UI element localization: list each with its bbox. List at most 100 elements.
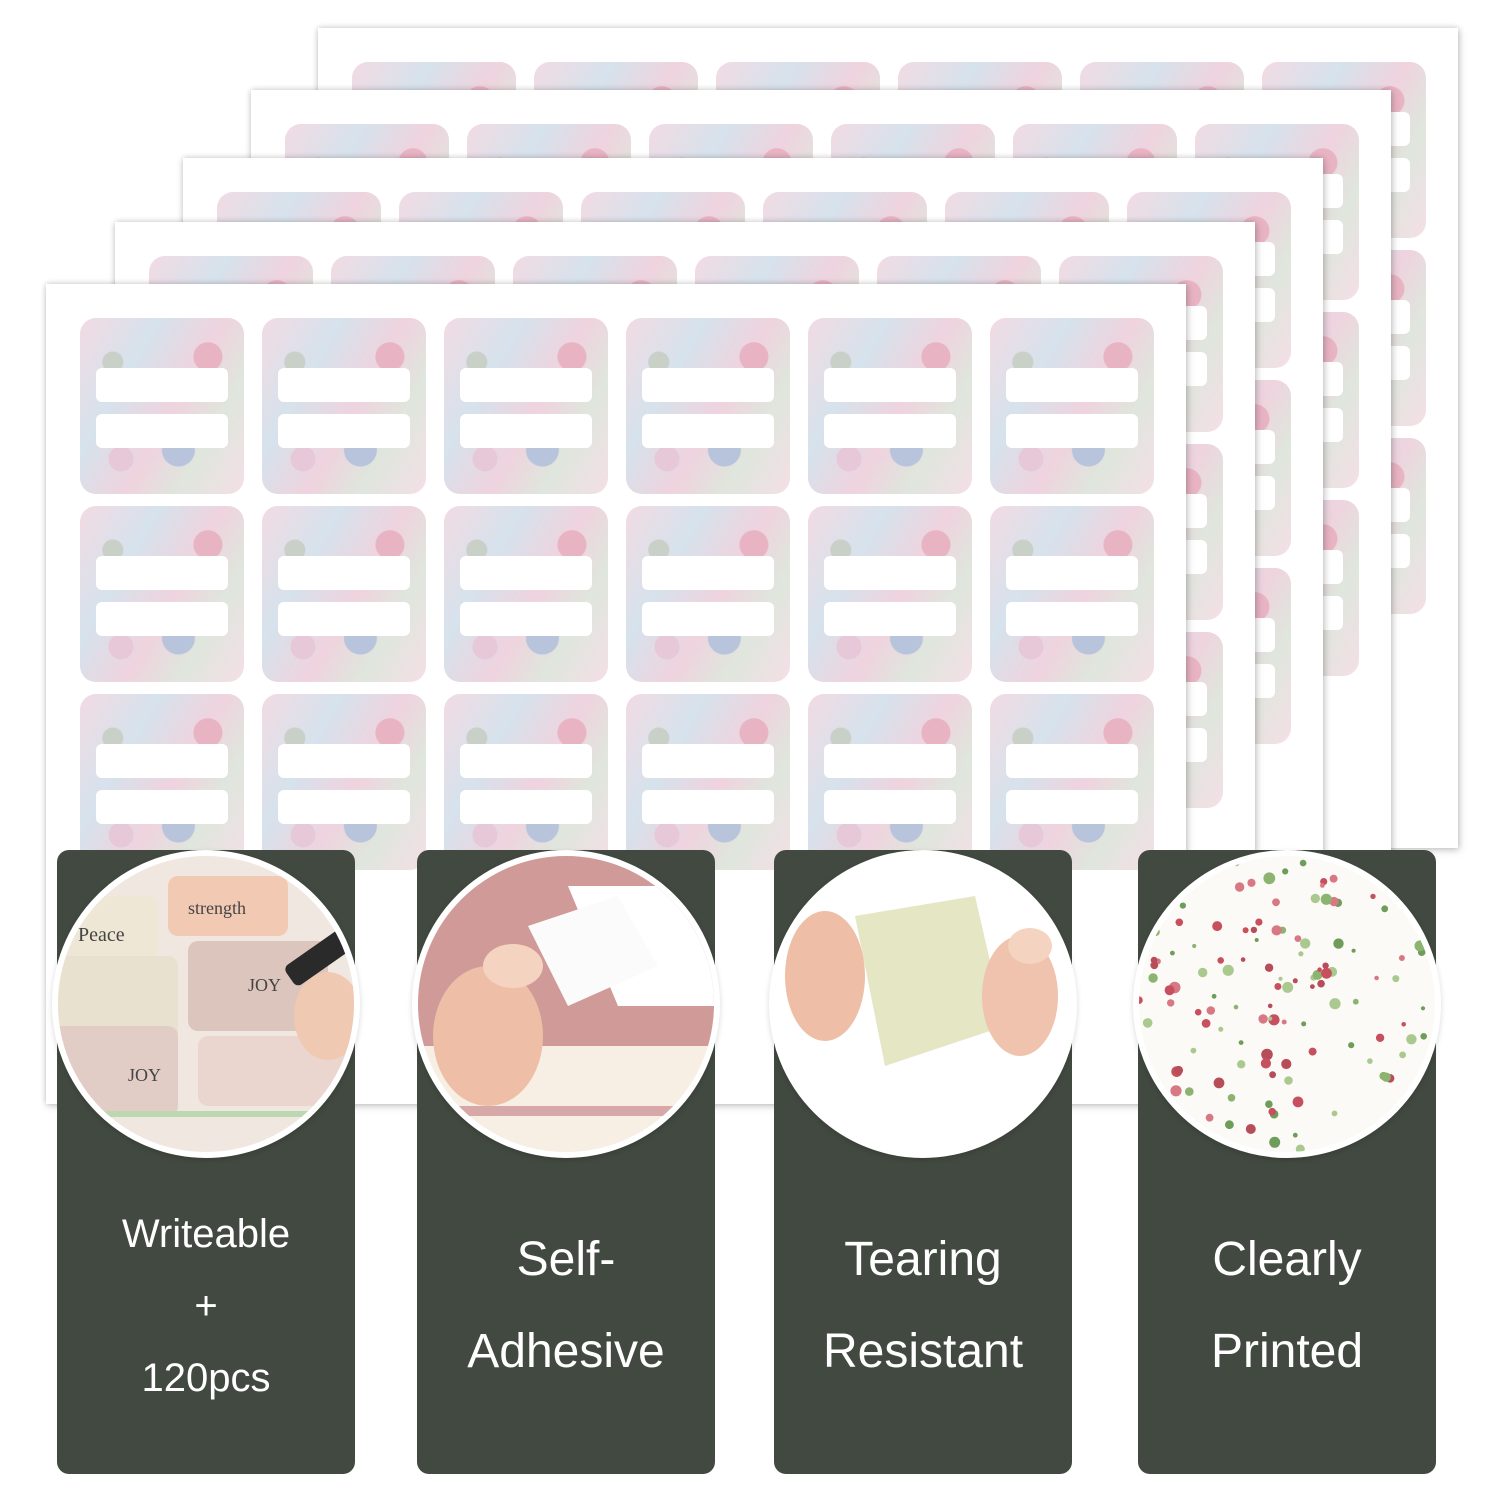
flower-dot (1140, 926, 1146, 932)
floral-label (262, 506, 426, 682)
flower-dot (1240, 957, 1246, 962)
flower-dot (1237, 1060, 1246, 1069)
flower-dot (1170, 950, 1175, 956)
floral-label (80, 318, 244, 494)
peel-illustration (418, 856, 714, 1152)
flower-dot (1179, 902, 1186, 909)
floral-label (444, 506, 608, 682)
flower-dot (1268, 1107, 1276, 1116)
flower-dot (1261, 1048, 1273, 1061)
floral-label (444, 318, 608, 494)
flower-dot (1381, 1072, 1391, 1082)
flower-dot (1255, 918, 1263, 926)
floral-label (808, 506, 972, 682)
flower-dot (1145, 1083, 1158, 1096)
flower-dot (1295, 1144, 1305, 1152)
flower-dot (1278, 976, 1283, 981)
feature-card-clearly-printed: Clearly Printed (1133, 850, 1441, 1474)
flower-dot (1205, 1113, 1214, 1122)
flower-dot (1206, 1006, 1216, 1015)
flower-dot (1317, 967, 1322, 972)
floral-label (990, 506, 1154, 682)
flower-dot (1282, 981, 1294, 993)
floral-label (808, 318, 972, 494)
flower-dot (1281, 1058, 1292, 1070)
flower-dot (1198, 967, 1208, 978)
floral-label (262, 694, 426, 870)
flower-dot (1331, 1110, 1338, 1117)
flower-dot (1234, 861, 1240, 867)
flower-dot (1224, 1149, 1229, 1152)
flower-dot (1317, 979, 1325, 988)
feature-card-tearing-resistant: Tearing Resistant (769, 850, 1077, 1474)
floral-label (626, 694, 790, 870)
flower-dot (1215, 1137, 1220, 1142)
flower-dot (1392, 975, 1400, 983)
flower-dot (1292, 1132, 1298, 1138)
flower-dot (1292, 978, 1298, 984)
flower-dot (1192, 943, 1197, 949)
svg-text:JOY: JOY (248, 975, 281, 995)
flower-dot (1399, 1051, 1406, 1059)
flower-dot (1217, 957, 1224, 964)
flower-dot (1263, 872, 1276, 885)
flower-dot (1233, 1004, 1239, 1010)
flower-dot (1190, 1047, 1197, 1054)
flower-dot (1300, 938, 1311, 949)
flower-dot (1201, 1019, 1211, 1028)
flower-dot (1419, 1086, 1431, 1099)
flower-dot (1212, 921, 1223, 932)
flower-dot (1310, 893, 1320, 904)
flower-dot (1207, 1133, 1214, 1140)
flower-dot (1310, 984, 1315, 989)
flower-dot (1367, 1058, 1373, 1064)
flower-dot (1375, 1033, 1385, 1042)
flower-dot (1269, 1071, 1276, 1079)
flower-dot (1185, 865, 1197, 877)
flower-dot (1352, 998, 1359, 1005)
flower-dot (1227, 1094, 1236, 1102)
flower-dot (1151, 928, 1160, 936)
floral-label (990, 318, 1154, 494)
flower-dot (1401, 1022, 1406, 1027)
floral-label (626, 318, 790, 494)
flower-dot (1398, 955, 1405, 961)
floral-label (80, 694, 244, 870)
flower-dot (1218, 1026, 1224, 1032)
flower-dot (1308, 1047, 1317, 1056)
flower-dot (1370, 893, 1376, 900)
feature-card-self-adhesive: Self- Adhesive (412, 850, 720, 1474)
flower-dot (1408, 1105, 1419, 1116)
flower-dot (1167, 999, 1175, 1007)
flower-dot (1298, 951, 1304, 957)
peeling-sticker-photo (412, 850, 720, 1158)
flower-dot (1330, 856, 1335, 861)
flower-dot (1141, 896, 1151, 907)
flower-dot (1348, 1042, 1355, 1049)
flower-dot (1267, 1003, 1273, 1009)
feature-title: Clearly Printed (1210, 1233, 1364, 1378)
flower-dot (1294, 935, 1302, 942)
flower-dot (1211, 993, 1217, 999)
flower-dot (1185, 1143, 1194, 1152)
flower-dot (1225, 1120, 1234, 1130)
flower-dot (1284, 1076, 1293, 1085)
flower-dot (1299, 859, 1307, 867)
flower-dot (1175, 918, 1184, 927)
flower-dot (1160, 896, 1166, 902)
flower-dot (1351, 948, 1356, 953)
flower-dot (1186, 864, 1192, 870)
flower-dot (1374, 975, 1379, 981)
flower-dot (1238, 1040, 1244, 1045)
flower-dot (1185, 1087, 1194, 1096)
flower-dot (1245, 1124, 1256, 1134)
flower-dot (1183, 856, 1194, 863)
flower-dot (1420, 1006, 1426, 1011)
floral-label (262, 318, 426, 494)
flower-dot (1242, 927, 1249, 934)
flower-dot (1269, 1136, 1281, 1148)
floral-label (808, 694, 972, 870)
flower-dot (1173, 856, 1184, 865)
flower-dot (1264, 963, 1274, 972)
